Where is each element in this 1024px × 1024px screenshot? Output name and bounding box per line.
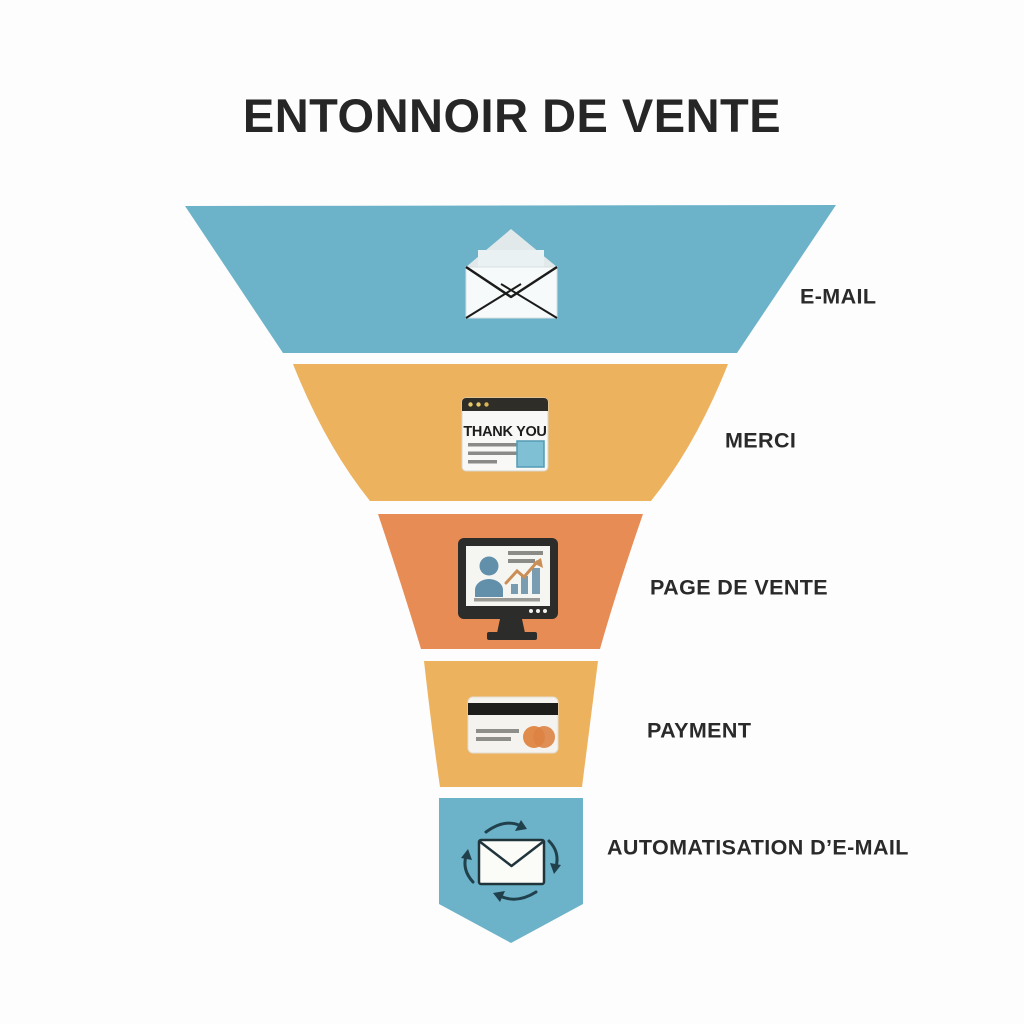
sync-arrowheads [461,820,561,902]
thank-you-text: THANK YOU [463,424,546,440]
open-envelope-icon [465,229,558,319]
stage-label-automatisation: AUTOMATISATION D’E-MAIL [607,835,909,860]
email-automation-icon [461,820,561,902]
credit-card-icon [467,696,559,754]
page-title: ENTONNOIR DE VENTE [242,89,782,142]
avatar [479,556,499,576]
stage-label-email: E-MAIL [800,284,877,309]
window-dot-icon [468,402,473,407]
stage-label-payment: PAYMENT [647,718,752,743]
thank-you-page-icon: THANK YOU [461,397,549,472]
stage-label-page-de-vente: PAGE DE VENTE [650,575,829,600]
window-dot-icon [484,402,489,407]
stage-label-merci: MERCI [725,428,797,453]
sales-page-monitor-icon [458,538,558,640]
window-dot-icon [476,402,481,407]
